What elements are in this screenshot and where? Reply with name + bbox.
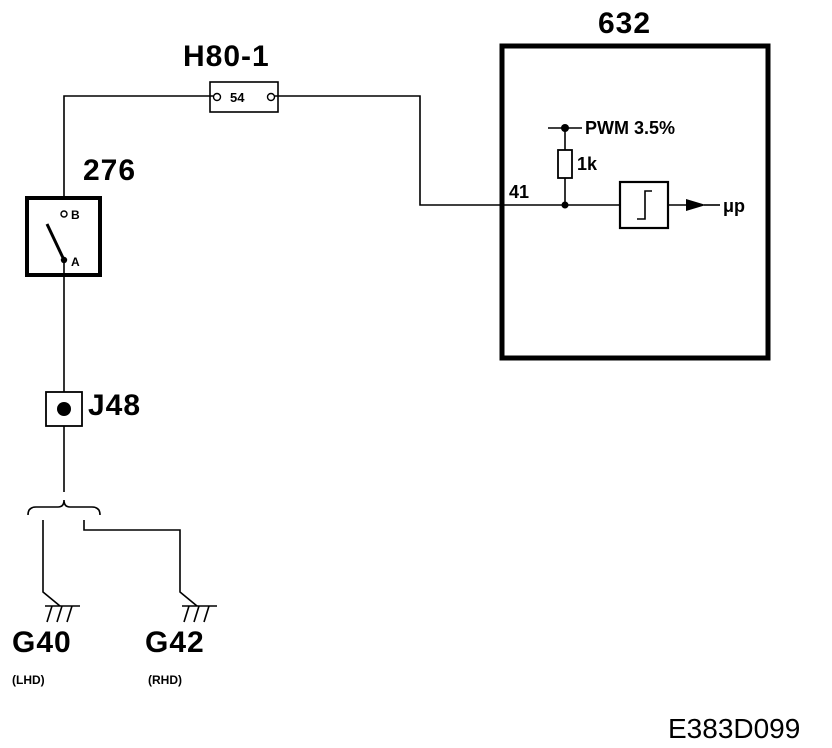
ground-g42-note: (RHD) [148, 673, 182, 687]
switch-pin-b: B [71, 208, 80, 222]
module-box [499, 43, 771, 361]
output-label: μp [723, 196, 745, 216]
figure-id: E383D099 [668, 713, 800, 744]
switch-lever [45, 223, 66, 261]
wire-connector-to-module [275, 95, 505, 206]
connector-body [209, 81, 279, 113]
connector-pin-number: 54 [230, 90, 245, 105]
schmitt-symbol [637, 190, 652, 220]
pullup-label: PWM 3.5% [585, 118, 675, 138]
ground-g42-icon [182, 605, 217, 623]
connector-pin-right [266, 92, 276, 102]
output-arrow-icon [686, 199, 706, 211]
splice-dot [57, 402, 71, 416]
wire-ground-g42 [83, 520, 198, 607]
wire-switch-to-connector [63, 95, 213, 212]
splice-label: J48 [88, 389, 141, 422]
ground-g40-label: G40 [12, 626, 72, 659]
ground-g40-note: (LHD) [12, 673, 45, 687]
switch-label: 276 [83, 154, 136, 187]
switch-terminal-b [60, 210, 68, 218]
wire-ground-g40 [42, 520, 61, 607]
schmitt-trigger [618, 180, 670, 230]
module-pin-number: 41 [509, 182, 529, 202]
variant-brace [27, 499, 101, 516]
connector-label: H80-1 [183, 40, 270, 73]
switch-pin-a: A [71, 255, 80, 269]
ground-g42-label: G42 [145, 626, 205, 659]
ground-g40-icon [45, 605, 80, 623]
connector-pin-left [212, 92, 222, 102]
resistor-symbol [557, 149, 573, 179]
module-label: 632 [598, 7, 651, 40]
resistor-label: 1k [577, 154, 598, 174]
